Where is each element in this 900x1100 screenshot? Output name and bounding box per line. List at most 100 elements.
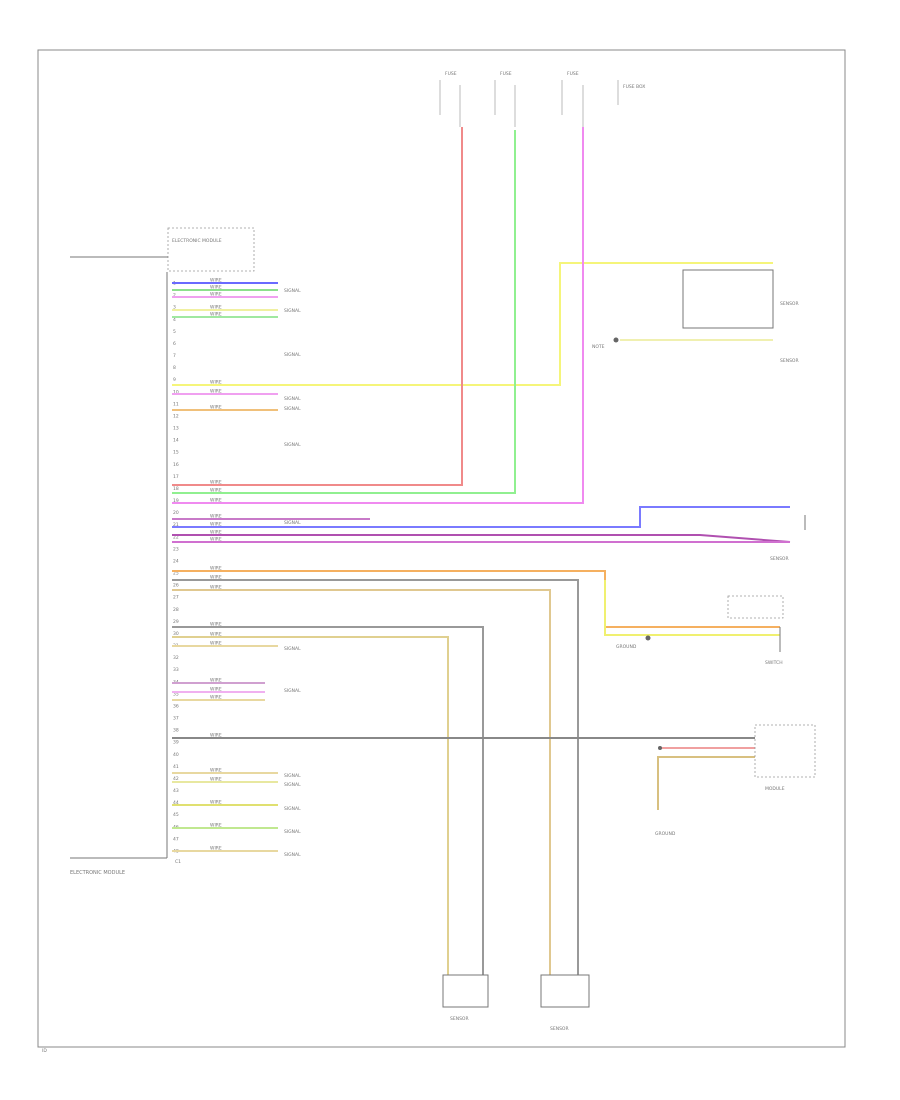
- signal-label: SIGNAL: [284, 782, 301, 788]
- fuse-2: FUSE: [494, 71, 516, 127]
- module-top-label: ELECTRONIC MODULE: [172, 238, 222, 244]
- signal-label: SIGNAL: [284, 308, 301, 314]
- pin-label: 20: [173, 510, 179, 516]
- fuse-3: FUSE: [561, 71, 584, 127]
- pin-label: 24: [173, 558, 179, 564]
- wire-code-label: WIRE: [210, 305, 222, 311]
- wire-code-label: WIRE: [210, 522, 222, 528]
- pin-label: 27: [173, 595, 179, 601]
- pin-label: 32: [173, 655, 179, 661]
- wire-code-label: WIRE: [210, 641, 222, 647]
- pin-label: 35: [173, 691, 179, 697]
- signal-labels: SIGNAL SIGNAL SIGNAL SIGNAL SIGNAL SIGNAL SIGN…: [210, 278, 301, 859]
- wire-code-label: WIRE: [210, 312, 222, 318]
- pin-label: 39: [173, 740, 179, 746]
- signal-label: SIGNAL: [284, 396, 301, 402]
- pin-label: 45: [173, 812, 179, 818]
- signal-label: SIGNAL: [284, 406, 301, 412]
- wire-code-label: WIRE: [210, 292, 222, 298]
- pin-label: 15: [173, 450, 179, 456]
- signal-label: SIGNAL: [284, 852, 301, 858]
- pin-label: 2: [173, 293, 176, 299]
- wire-code-label: WIRE: [210, 575, 222, 581]
- wire-code-label: WIRE: [210, 480, 222, 486]
- pin-label: 47: [173, 836, 179, 842]
- wire-group: [172, 127, 791, 975]
- fuses: FUSE FUSE FUSE FUSE BOX: [439, 71, 645, 127]
- signal-label: SIGNAL: [284, 288, 301, 294]
- wire-code-label: WIRE: [210, 823, 222, 829]
- connector-label: C1: [175, 859, 181, 865]
- pin-label: 19: [173, 498, 179, 504]
- wire-code-label: WIRE: [210, 800, 222, 806]
- signal-label: SIGNAL: [284, 520, 301, 526]
- pin-label: 10: [173, 389, 179, 395]
- switch-label: SWITCH: [765, 660, 783, 666]
- pin-label: 40: [173, 752, 179, 758]
- connector-dot-3: [658, 746, 662, 750]
- signal-label: SIGNAL: [284, 806, 301, 812]
- connector-dot-1: [613, 337, 619, 343]
- module-top-box: ELECTRONIC MODULE: [70, 227, 255, 272]
- wire-code-label: WIRE: [210, 632, 222, 638]
- pin-label: 28: [173, 607, 179, 613]
- wire-green-long: [172, 130, 516, 494]
- wire-gray-1: [172, 579, 579, 975]
- note-label: NOTE: [592, 344, 605, 350]
- pin-labels: 1234567891011121314151617181920212223242…: [173, 281, 179, 855]
- wire-gray-2: [172, 626, 484, 975]
- signal-label: SIGNAL: [284, 646, 301, 652]
- wire-code-label: WIRE: [210, 846, 222, 852]
- fuse-2-label: FUSE: [500, 71, 512, 77]
- pin-label: 43: [173, 788, 179, 794]
- switch: SWITCH GROUND: [616, 595, 784, 666]
- bottom-sensor-2: SENSOR: [540, 974, 590, 1032]
- wire-code-label: WIRE: [210, 389, 222, 395]
- wire-yellow-long: [172, 262, 773, 386]
- pin-label: 44: [173, 800, 179, 806]
- pin-label: 36: [173, 703, 179, 709]
- pin-label: 37: [173, 716, 179, 722]
- wire-code-label: WIRE: [210, 678, 222, 684]
- module-right-label: MODULE: [765, 786, 785, 792]
- pin-label: 38: [173, 728, 179, 734]
- fuse-1: FUSE: [439, 71, 461, 127]
- signal-label: SIGNAL: [284, 829, 301, 835]
- right-sensor-3-label: SENSOR: [770, 556, 789, 562]
- pin-label: 5: [173, 329, 176, 335]
- signal-label: SIGNAL: [284, 352, 301, 358]
- wire-code-label: WIRE: [210, 488, 222, 494]
- wire-code-label: WIRE: [210, 687, 222, 693]
- right-sensor-2-label: SENSOR: [780, 358, 799, 364]
- fuse-box-label: FUSE BOX: [623, 84, 645, 90]
- pin-label: 29: [173, 619, 179, 625]
- pin-label: 16: [173, 462, 179, 468]
- wire-code-label: WIRE: [210, 622, 222, 628]
- wire-code-label: WIRE: [210, 530, 222, 536]
- wire-code-label: WIRE: [210, 695, 222, 701]
- wire-pink-long: [172, 127, 584, 504]
- wire-code-label: WIRE: [210, 733, 222, 739]
- wire-code-label: WIRE: [210, 585, 222, 591]
- pin-label: 21: [173, 522, 179, 528]
- wire-code-label: WIRE: [210, 777, 222, 783]
- pin-label: 13: [173, 426, 179, 432]
- pin-label: 6: [173, 341, 176, 347]
- wire-code-label: WIRE: [210, 498, 222, 504]
- pin-label: 26: [173, 583, 179, 589]
- wire-code-label: WIRE: [210, 768, 222, 774]
- pin-label: 33: [173, 667, 179, 673]
- module-right: MODULE GROUND: [655, 724, 816, 837]
- pin-label: 30: [173, 631, 179, 637]
- wire-code-label: WIRE: [210, 380, 222, 386]
- pin-label: 3: [173, 305, 176, 311]
- signal-label: SIGNAL: [284, 688, 301, 694]
- right-sensor-1-label: SENSOR: [780, 301, 799, 307]
- pin-label: 42: [173, 776, 179, 782]
- wire-yellow-switch: [604, 580, 780, 636]
- pin-label: 41: [173, 764, 179, 770]
- wire-violet-long: [172, 534, 791, 543]
- pin-label: 22: [173, 534, 179, 540]
- wire-tan-1: [172, 589, 551, 975]
